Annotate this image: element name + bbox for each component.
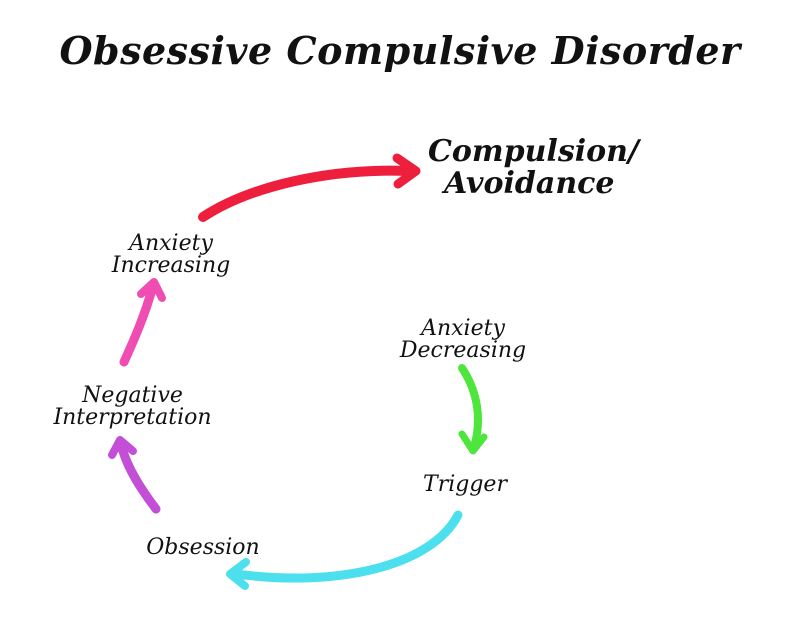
node-negative-interpretation-line2: Interpretation — [53, 405, 212, 430]
arrow-trigger-to-obsession — [226, 510, 463, 590]
node-anxiety-decreasing-line1: Anxiety — [421, 316, 505, 341]
arrow-obsession-to-negative-interpretation — [108, 436, 161, 514]
node-anxiety-increasing-line2: Increasing — [111, 253, 231, 278]
arrow-anxiety-decreasing-to-trigger — [458, 364, 488, 455]
node-anxiety-decreasing-line2: Decreasing — [399, 338, 527, 363]
arrow-negative-interpretation-to-anxiety-increasing — [119, 278, 166, 367]
node-obsession: Obsession — [128, 537, 278, 559]
node-trigger-line1: Trigger — [423, 472, 507, 497]
node-compulsion-line2: Avoidance — [444, 166, 615, 202]
node-anxiety-decreasing: Anxiety Decreasing — [378, 318, 548, 362]
arrow-anxiety-increasing-to-compulsion — [198, 153, 421, 222]
diagram-title: Obsessive Compulsive Disorder — [59, 28, 741, 73]
node-negative-interpretation: Negative Interpretation — [30, 385, 235, 429]
node-negative-interpretation-line1: Negative — [82, 383, 183, 408]
node-anxiety-increasing-line1: Anxiety — [129, 231, 213, 256]
node-compulsion-line1: Compulsion/ — [428, 134, 639, 169]
node-anxiety-increasing: Anxiety Increasing — [86, 233, 256, 277]
node-obsession-line1: Obsession — [146, 535, 260, 560]
node-compulsion-avoidance: Compulsion/ Avoidance — [428, 134, 639, 202]
node-trigger: Trigger — [400, 474, 530, 496]
